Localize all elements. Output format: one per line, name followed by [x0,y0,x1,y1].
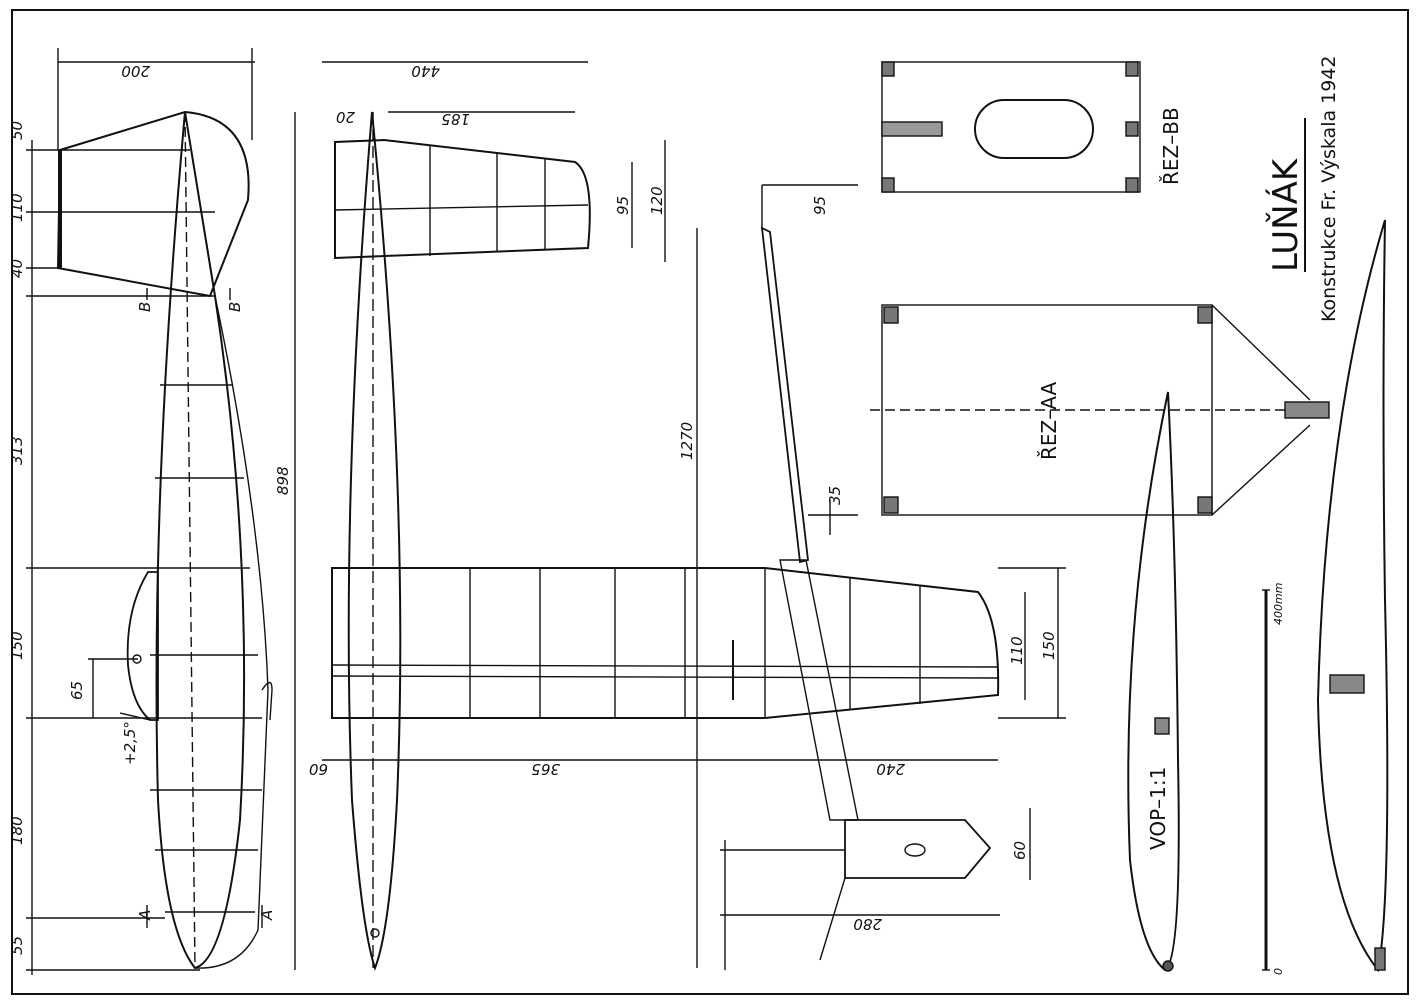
vop-profile [1127,391,1180,972]
scale-top: 400mm [1272,583,1285,625]
marker-a1: A [136,910,154,921]
top-dim-185: 185 [441,110,470,128]
top-dim-60: 60 [309,760,328,778]
side-dim-50: 50 [8,121,26,140]
side-view [26,48,296,975]
front-view [696,184,1031,970]
side-angle: +2,5° [121,721,139,765]
side-dim-898: 898 [274,466,292,495]
top-dim-95: 95 [614,196,632,215]
top-dim-110: 110 [1008,636,1026,665]
subtitle: Konstrukce Fr. Výskala 1942 [1318,55,1340,322]
side-dim-65: 65 [68,681,86,700]
marker-b2: B [226,302,244,312]
side-dim-180: 180 [8,816,26,845]
top-dim-150: 150 [1040,631,1058,660]
section-bb [881,61,1141,193]
wing-rib [1316,219,1389,973]
top-dim-240: 240 [876,760,905,778]
front-dim-60: 60 [1011,841,1029,860]
front-dim-35: 35 [826,486,844,505]
side-dim-313: 313 [8,436,26,465]
title: LUŇÁK [1265,157,1306,272]
side-dim-200: 200 [121,62,150,80]
top-dim-120: 120 [648,186,666,215]
section-aa [870,304,1330,516]
side-dim-110: 110 [8,193,26,222]
marker-b1: B [136,302,154,312]
side-dim-55: 55 [8,936,26,955]
sheet-border [11,9,1409,995]
section-aa-label: ŘEZ–AA [1037,382,1061,460]
front-dim-1270: 1270 [678,422,696,460]
front-dim-95: 95 [811,196,829,215]
section-bb-label: ŘEZ–BB [1159,107,1183,185]
side-dim-150: 150 [8,631,26,660]
marker-a2: A [258,910,276,921]
top-dim-365: 365 [531,760,560,778]
top-dim-20: 20 [336,108,355,126]
vop-label: VOP–1:1 [1146,767,1170,850]
scale-bar [1262,589,1270,971]
top-dim-440: 440 [411,62,440,80]
top-view [322,61,1066,971]
side-dim-40: 40 [8,259,26,278]
front-dim-280: 280 [853,915,882,933]
scale-bottom: 0 [1272,968,1285,975]
